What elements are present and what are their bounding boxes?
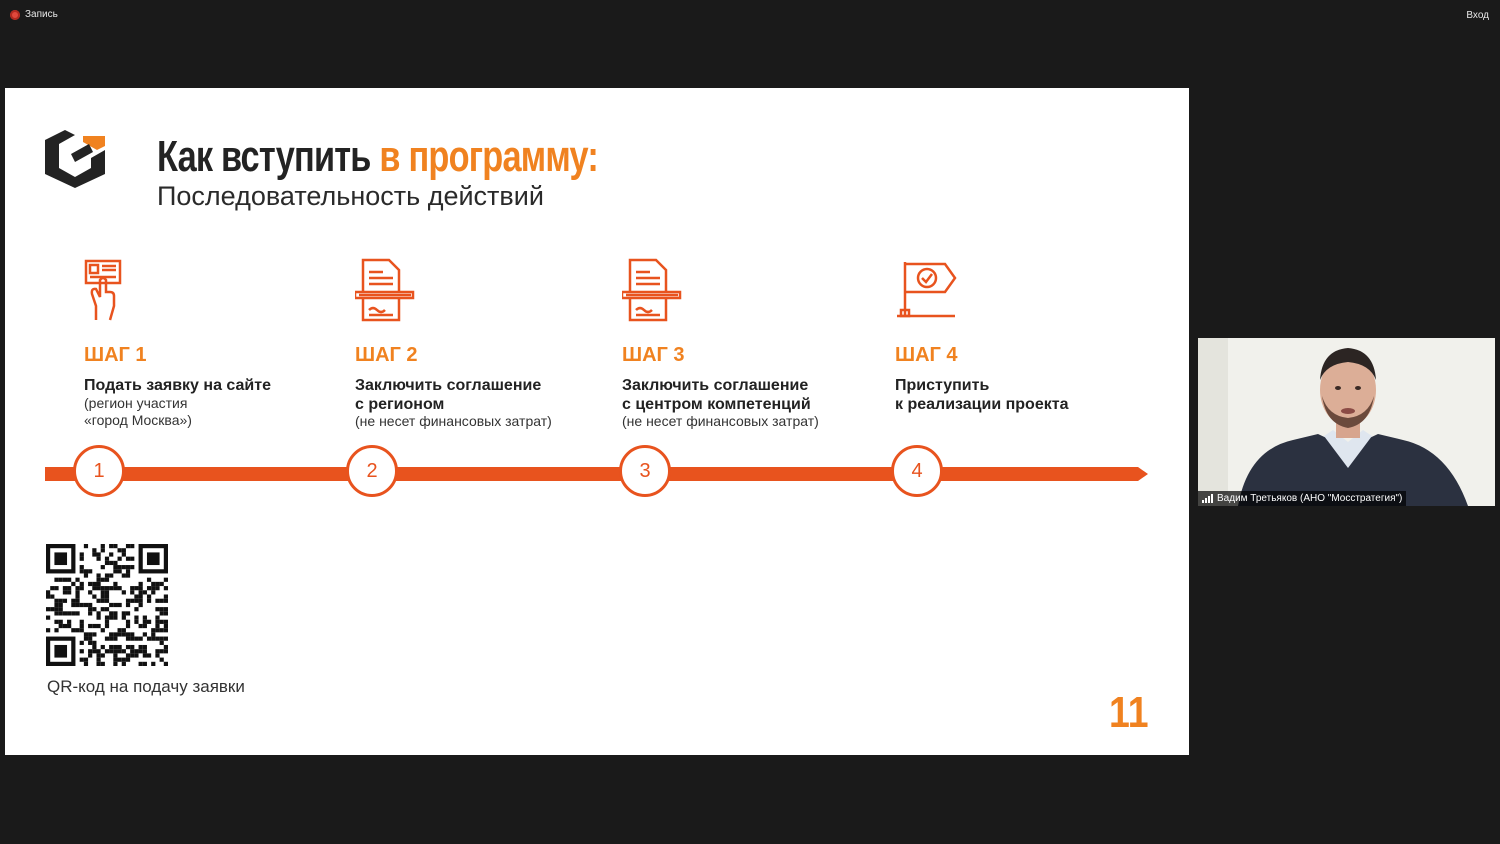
step-marker-1: 1	[73, 445, 125, 497]
step-note: (не несет финансовых затрат)	[622, 413, 819, 429]
record-icon	[10, 9, 20, 20]
step-marker-2: 2	[346, 445, 398, 497]
step-marker-4: 4	[891, 445, 943, 497]
slide-title: Как вступить в программу:	[157, 132, 599, 182]
step-title: Заключить соглашение с регионом	[355, 377, 542, 413]
flag-check-icon	[897, 262, 957, 318]
participant-video-tile[interactable]: Вадим Третьяков (АНО "Мосстратегия")	[1198, 338, 1495, 506]
presentation-slide: Как вступить в программу: Последовательн…	[5, 88, 1189, 755]
participant-video-feed	[1198, 338, 1495, 506]
company-logo-icon	[45, 130, 105, 188]
title-accent: в программу:	[379, 132, 599, 181]
meeting-top-bar: Запись Вход	[0, 0, 1500, 30]
participant-name: Вадим Третьяков (АНО "Мосстратегия")	[1217, 493, 1403, 504]
step-marker-3: 3	[619, 445, 671, 497]
qr-caption: QR-код на подачу заявки	[47, 677, 245, 696]
step-4: ШАГ 4 Приступить к реализации проекта	[895, 258, 1068, 413]
page-number: 11	[1109, 688, 1149, 737]
step-title: Подать заявку на сайте	[84, 377, 271, 394]
step-2: ШАГ 2 Заключить соглашение с регионом (н…	[353, 258, 552, 429]
step-label: ШАГ 1	[84, 344, 147, 366]
step-title: Заключить соглашение с центром компетенц…	[622, 377, 811, 413]
step-label: ШАГ 3	[622, 344, 685, 366]
step-label: ШАГ 2	[355, 344, 418, 366]
recording-label: Запись	[25, 9, 58, 20]
participant-name-label: Вадим Третьяков (АНО "Мосстратегия")	[1198, 491, 1407, 506]
hand-document-icon	[84, 259, 122, 321]
step-title: Приступить к реализации проекта	[895, 377, 1069, 413]
signal-strength-icon	[1202, 494, 1214, 503]
contract-pen-icon	[353, 258, 415, 322]
recording-indicator[interactable]: Запись	[10, 9, 58, 20]
step-note: (регион участия «город Москва»)	[84, 395, 192, 428]
step-label: ШАГ 4	[895, 344, 958, 366]
qr-code[interactable]	[46, 544, 168, 666]
timeline-arrow	[45, 467, 1148, 481]
step-1: ШАГ 1 Подать заявку на сайте (регион уча…	[84, 258, 271, 428]
step-3: ШАГ 3 Заключить соглашение с центром ком…	[620, 258, 819, 429]
title-main: Как вступить	[157, 132, 380, 181]
slide-subtitle: Последовательность действий	[157, 181, 544, 211]
exit-button[interactable]: Вход	[1466, 10, 1489, 21]
step-note: (не несет финансовых затрат)	[355, 413, 552, 429]
contract-pen-icon	[620, 258, 682, 322]
